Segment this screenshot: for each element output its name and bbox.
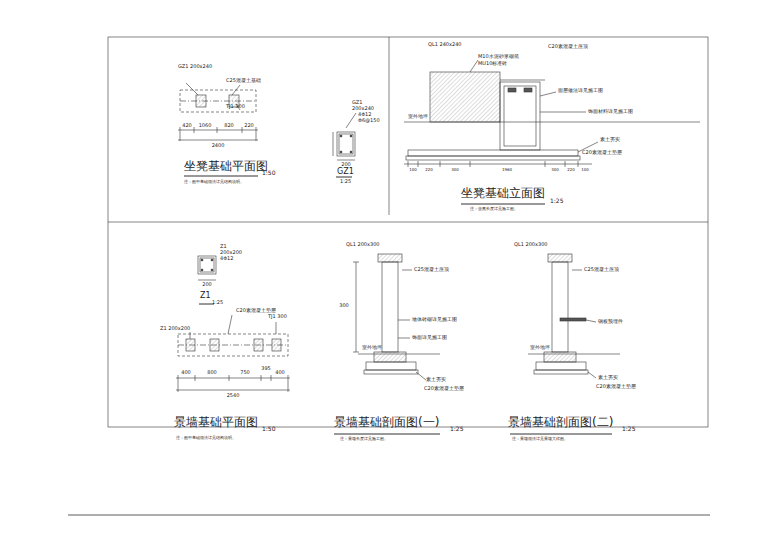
note-text: 注：景墙长度详见施工图。 (340, 437, 388, 441)
wall-plan (176, 315, 290, 392)
callout-text: 4Φ12 (358, 112, 371, 117)
dimension-text: 220 (567, 168, 575, 172)
dimension-text: 820 (224, 123, 234, 128)
dimension-text: 1060 (199, 123, 212, 128)
drawing-title: 坐凳基础立面图 (461, 187, 545, 199)
callout-text: 素土夯实 (426, 377, 446, 382)
dimension-text: 300 (339, 303, 349, 308)
callout-text: TJ1 300 (268, 314, 287, 319)
scale-text: 1:25 (340, 179, 351, 184)
callout-text: 4Φ12 (220, 256, 233, 261)
scale-text: 1:25 (450, 426, 463, 432)
callout-text: QL1 240x240 (428, 42, 462, 47)
note-text: 注：坐凳长度详见施工图。 (470, 207, 518, 211)
drawing-title: GZ1 (337, 168, 354, 176)
callout-text: QL1 200x300 (514, 242, 548, 247)
callout-text: 200x200 (220, 250, 242, 255)
dimension-text: 220 (244, 123, 254, 128)
bench-elevation (404, 60, 700, 167)
dimension-text: 220 (425, 168, 433, 172)
callout-text: C20素混凝土压顶 (548, 44, 588, 49)
bench-plan (178, 83, 258, 141)
callout-text: Z1 (220, 244, 227, 249)
callout-text: 墙体砖砌详见施工图 (412, 317, 457, 322)
callout-text: M10水泥砂浆砌筑 (478, 54, 519, 59)
drawing-title: 景墙基础剖面图(二) (508, 416, 613, 428)
scale-text: 1:25 (550, 198, 563, 204)
dimension-text: 200 (202, 282, 212, 287)
callout-text: TJ1 300 (226, 104, 245, 109)
callout-text: C25混凝土压顶 (414, 267, 449, 272)
callout-text: C20素混凝土垫层 (582, 150, 622, 155)
panel-divider (389, 37, 390, 215)
dimension-text: 400 (181, 370, 191, 375)
scale-text: 1:50 (262, 170, 275, 176)
callout-text: 面层做法详见施工图 (558, 88, 603, 93)
wall-section (528, 254, 620, 378)
dimension-text: 2540 (227, 393, 240, 398)
dimension-text: 400 (275, 370, 285, 375)
footer-rule (68, 515, 710, 516)
callout-text: 素土夯实 (600, 137, 620, 142)
callout-text: 室外地坪 (362, 345, 382, 350)
dimension-text: 200 (341, 162, 351, 167)
callout-text: GZ1 (352, 100, 362, 105)
callout-text: 钢板预埋件 (598, 319, 623, 324)
dimension-text: 395 (261, 366, 271, 371)
column-section (198, 256, 216, 280)
callout-text: 饰面详见施工图 (412, 335, 447, 340)
scale-text: 1:50 (262, 426, 275, 432)
scale-text: 1:25 (622, 426, 635, 432)
note-text: 注：图中基础做法详见结构说明。 (176, 436, 236, 440)
callout-text: C20素混凝土垫层 (596, 384, 636, 389)
callout-text: 室外地坪 (408, 114, 428, 119)
callout-text: 饰面材料详见施工图 (588, 109, 633, 114)
column-section (333, 113, 356, 160)
dimension-text: 100 (409, 168, 417, 172)
drawing-title: 坐凳基础平面图 (184, 160, 268, 172)
drawing-title: 景墙基础剖面图(一) (334, 416, 439, 428)
callout-text: Φ6@150 (358, 118, 380, 123)
dimension-text: 420 (182, 123, 192, 128)
callout-text: C20素混凝土垫层 (424, 386, 464, 391)
dimension-text: 750 (240, 370, 250, 375)
callout-text: 室外地坪 (530, 345, 550, 350)
dimension-text: 300 (551, 168, 559, 172)
callout-text: GZ1 200x240 (178, 64, 212, 69)
callout-text: C20素混凝土垫层 (236, 308, 276, 313)
callout-text: Z1 200x200 (160, 326, 190, 331)
drawing-title: 景墙基础平面图 (174, 416, 258, 428)
callout-text: 200x240 (352, 106, 374, 111)
scale-text: 1:25 (212, 300, 223, 305)
sheet-frame (108, 37, 708, 427)
dimension-text: 1960 (502, 168, 512, 172)
dimension-text: 300 (451, 168, 459, 172)
callout-text: MU10标准砖 (478, 61, 507, 66)
panel-divider (108, 222, 708, 223)
callout-text: 素土夯实 (598, 375, 618, 380)
callout-text: QL1 200x300 (346, 242, 380, 247)
note-text: 注：景墙做法详见景墙大样图。 (512, 437, 568, 441)
note-text: 注：图中基础做法详见结构说明。 (184, 180, 244, 184)
dimension-text: 800 (207, 370, 217, 375)
dimension-text: 100 (581, 168, 589, 172)
drawing-title: Z1 (200, 292, 211, 300)
callout-text: C25混凝土压顶 (584, 267, 619, 272)
dimension-text: 2400 (212, 143, 225, 148)
callout-text: C25混凝土基础 (226, 78, 261, 83)
